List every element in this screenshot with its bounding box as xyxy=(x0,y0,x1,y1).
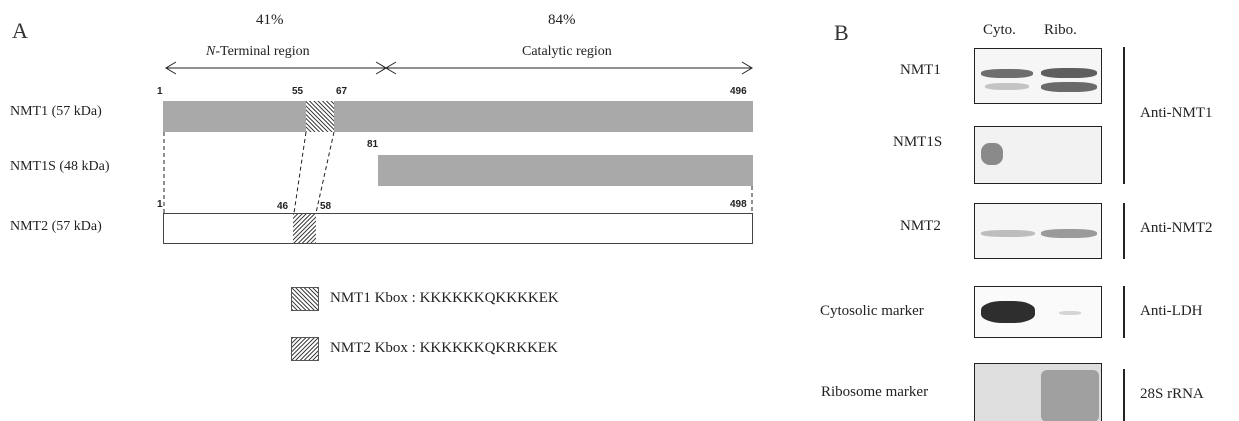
bracket-28s-rrna xyxy=(1123,369,1125,421)
blot-nmt1 xyxy=(974,48,1102,104)
bracket-anti-nmt2 xyxy=(1123,203,1125,259)
nterm-arrow-left-head xyxy=(165,61,177,75)
band-nmt2-cyto xyxy=(981,230,1035,237)
legend-swatch-nmt2-kbox xyxy=(291,337,319,361)
band-ldh-ribo xyxy=(1059,311,1081,315)
pos-nmt1-end: 496 xyxy=(730,86,747,97)
pos-nmt2-kbox-start: 46 xyxy=(277,201,289,212)
protein-label-nmt2: NMT2 (57 kDa) xyxy=(10,219,102,234)
band-nmt1-cyto xyxy=(981,69,1033,78)
pos-nmt2-start: 1 xyxy=(157,199,163,210)
blot-ribosome-marker xyxy=(974,363,1102,421)
pos-nmt1-kbox-start: 55 xyxy=(292,86,304,97)
blot-label-cytosolic-marker: Cytosolic marker xyxy=(820,303,924,319)
bracket-anti-ldh xyxy=(1123,286,1125,338)
nterm-region-label: N-Terminal region xyxy=(206,44,310,60)
nterm-region-rest: -Terminal region xyxy=(215,44,310,59)
protein-label-nmt1s: NMT1S (48 kDa) xyxy=(10,159,110,174)
band-nmt1-cyto-faint xyxy=(985,83,1029,90)
blot-label-nmt1: NMT1 xyxy=(900,62,941,78)
nterm-identity-percent: 41% xyxy=(256,12,284,28)
region-arrows xyxy=(165,61,753,75)
blot-label-nmt1s: NMT1S xyxy=(893,134,943,150)
column-label-cyto: Cyto. xyxy=(983,22,1016,38)
legend-text-nmt2-kbox: NMT2 Kbox : KKKKKKQKRKKEK xyxy=(330,340,558,356)
band-nmt1-ribo-lower xyxy=(1041,82,1097,92)
nmt2-kbox xyxy=(293,214,316,243)
pos-nmt1-start: 1 xyxy=(157,86,163,97)
band-nmt1s-cyto xyxy=(981,143,1003,165)
band-nmt2-ribo xyxy=(1041,229,1097,238)
catalytic-arrow-left-head xyxy=(385,61,397,75)
legend-text-nmt1-kbox: NMT1 Kbox : KKKKKKQKKKKEK xyxy=(330,290,559,306)
antibody-label-anti-nmt2: Anti-NMT2 xyxy=(1140,220,1213,236)
legend-swatch-nmt1-kbox xyxy=(291,287,319,311)
blot-cytosolic-marker xyxy=(974,286,1102,338)
catalytic-arrow-right-head xyxy=(741,61,753,75)
pos-nmt2-kbox-end: 58 xyxy=(320,201,332,212)
column-label-ribo: Ribo. xyxy=(1044,22,1077,38)
dash-kbox-left xyxy=(293,131,307,214)
band-nmt1-ribo-upper xyxy=(1041,68,1097,78)
band-ldh-cyto xyxy=(981,301,1035,323)
dash-kbox-right xyxy=(315,131,335,214)
blot-nmt2 xyxy=(974,203,1102,259)
pos-nmt1-kbox-end: 67 xyxy=(336,86,348,97)
antibody-label-28s-rrna: 28S rRNA xyxy=(1140,386,1204,402)
bracket-anti-nmt1 xyxy=(1123,47,1125,184)
antibody-label-anti-nmt1: Anti-NMT1 xyxy=(1140,105,1213,121)
pos-nmt2-end: 498 xyxy=(730,199,747,210)
antibody-label-anti-ldh: Anti-LDH xyxy=(1140,303,1203,319)
protein-label-nmt1: NMT1 (57 kDa) xyxy=(10,104,102,119)
nterm-region-italic: N xyxy=(206,44,216,59)
blot-nmt1s xyxy=(974,126,1102,184)
blot-label-ribosome-marker: Ribosome marker xyxy=(821,384,929,400)
panel-a-letter: A xyxy=(12,18,28,43)
nmt1s-bar xyxy=(378,155,753,186)
nmt1-bar xyxy=(163,101,753,132)
catalytic-identity-percent: 84% xyxy=(548,12,576,28)
nmt1-kbox xyxy=(306,101,334,132)
band-rrna-ribo xyxy=(1041,370,1099,421)
alignment-dashes xyxy=(163,131,753,214)
panel-b-letter: B xyxy=(834,20,849,45)
catalytic-region-label: Catalytic region xyxy=(522,44,612,59)
pos-nmt1s-start: 81 xyxy=(367,139,379,150)
nmt2-bar xyxy=(163,213,753,244)
blot-label-nmt2: NMT2 xyxy=(900,218,941,234)
